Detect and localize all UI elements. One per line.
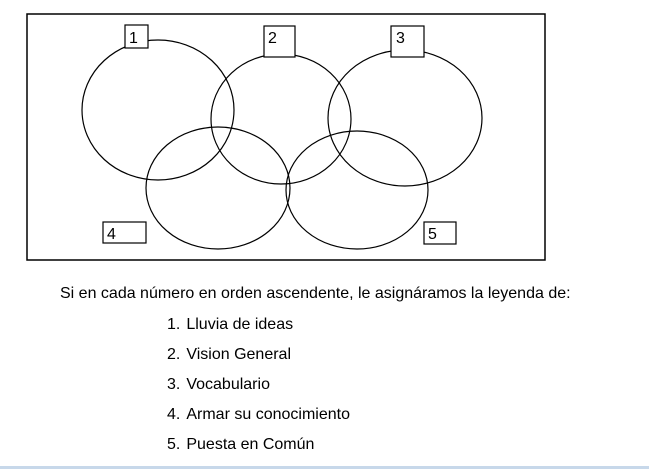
legend-item: 3. Vocabulario: [167, 374, 350, 404]
label-box-5-number: 5: [428, 226, 437, 243]
legend-item-text: Vision General: [186, 346, 291, 363]
legend-item-text: Puesta en Común: [186, 436, 315, 453]
label-box-3-number: 3: [396, 30, 405, 47]
label-box-2: 2: [263, 25, 296, 58]
label-box-5: 5: [423, 221, 457, 245]
intro-text: Si en cada número en orden ascendente, l…: [60, 285, 571, 302]
label-box-4: 4: [102, 221, 147, 244]
venn-diagram: 1 2 3 4 5: [26, 13, 546, 261]
label-box-2-number: 2: [268, 30, 277, 47]
circle-4: [145, 126, 291, 250]
legend-item-number: 5.: [167, 436, 181, 453]
legend-item: 4. Armar su conocimiento: [167, 404, 350, 434]
legend-item-text: Lluvia de ideas: [186, 316, 294, 333]
legend-item-number: 1.: [167, 316, 181, 333]
legend-item-text: Vocabulario: [186, 376, 270, 393]
diagram-frame: [26, 13, 546, 261]
circle-2: [210, 53, 352, 185]
label-box-1: 1: [124, 24, 149, 49]
legend-list: 1. Lluvia de ideas 2. Vision General 3. Voc…: [167, 314, 350, 464]
label-box-3: 3: [390, 25, 425, 58]
legend-item-text: Armar su conocimiento: [186, 406, 350, 423]
legend-item: 1. Lluvia de ideas: [167, 314, 350, 344]
legend-item-number: 2.: [167, 346, 181, 363]
circle-1: [81, 39, 235, 181]
label-box-4-number: 4: [107, 226, 116, 243]
legend-item: 2. Vision General: [167, 344, 350, 374]
circle-5: [285, 130, 429, 250]
legend-item-number: 3.: [167, 376, 181, 393]
legend-item: 5. Puesta en Común: [167, 434, 350, 464]
bottom-divider: [0, 466, 649, 469]
legend-item-number: 4.: [167, 406, 181, 423]
label-box-1-number: 1: [129, 30, 138, 47]
